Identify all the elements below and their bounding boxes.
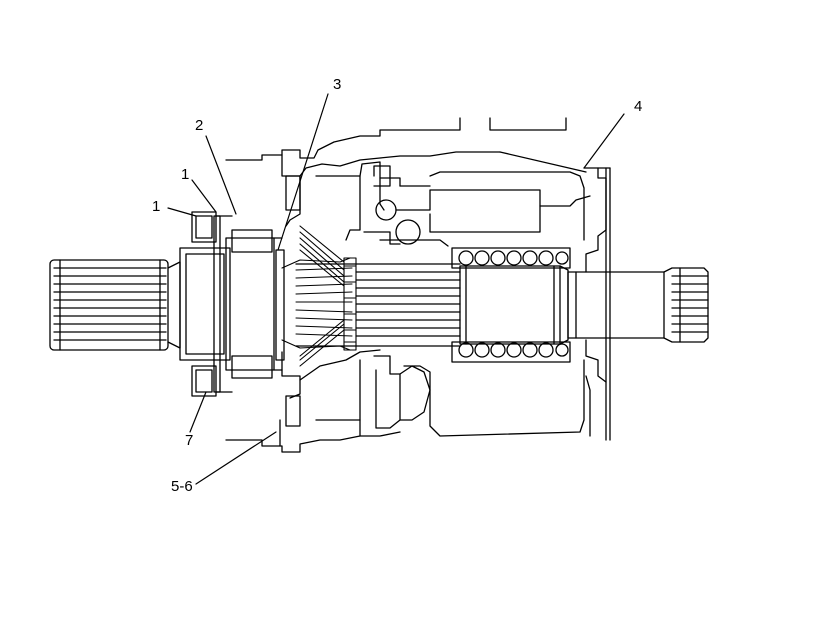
callout-1a: 1 (152, 198, 161, 215)
leader-line-1b (192, 180, 216, 212)
spring-coils (452, 248, 570, 362)
leader-line-3 (278, 94, 328, 250)
right-output-shaft (568, 268, 708, 342)
right-cover-housing (404, 168, 610, 440)
callout-2: 2 (195, 117, 204, 134)
callout-3: 3 (333, 76, 342, 93)
leader-line-2 (206, 136, 236, 214)
callout-5-6: 5-6 (171, 478, 193, 495)
upper-housing (226, 118, 590, 246)
left-splined-shaft (50, 260, 180, 350)
leader-line-1a (168, 208, 196, 216)
lower-housing (226, 350, 430, 452)
leader-line-7 (190, 392, 206, 432)
callout-4: 4 (634, 98, 643, 115)
callout-7: 7 (185, 432, 194, 449)
callout-1b: 1 (181, 166, 190, 183)
leader-line-56 (196, 432, 276, 484)
callout-leader-lines (168, 94, 624, 484)
leader-line-4 (584, 114, 624, 168)
clutch-disc-pack (282, 226, 356, 366)
bearing-hub-assembly (180, 212, 284, 396)
